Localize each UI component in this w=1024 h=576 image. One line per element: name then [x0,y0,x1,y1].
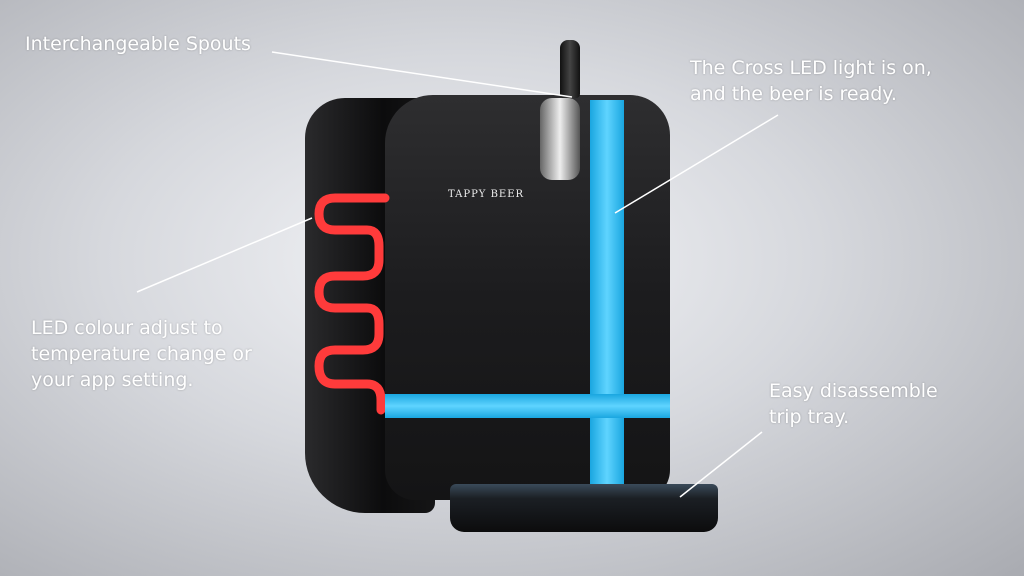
callout-tray: Easy disassemble trip tray. [769,380,938,428]
callout-line-led-colour [136,217,313,293]
callout-spouts: Interchangeable Spouts [25,33,251,55]
brand-logo: TAPPY BEER [448,189,525,200]
red-led-coil [314,193,390,415]
callout-line-cross-led [614,114,779,214]
tap-handle [560,40,580,98]
cross-led-vertical [590,100,624,495]
callout-led-colour: LED colour adjust to temperature change … [31,317,252,391]
cross-led-horizontal [385,394,670,418]
callout-line-tray [679,431,763,498]
tap-spout [540,98,580,180]
callout-cross-led: The Cross LED light is on, and the beer … [690,57,932,105]
drip-tray[interactable] [450,484,718,532]
callout-line-spouts [271,51,573,98]
